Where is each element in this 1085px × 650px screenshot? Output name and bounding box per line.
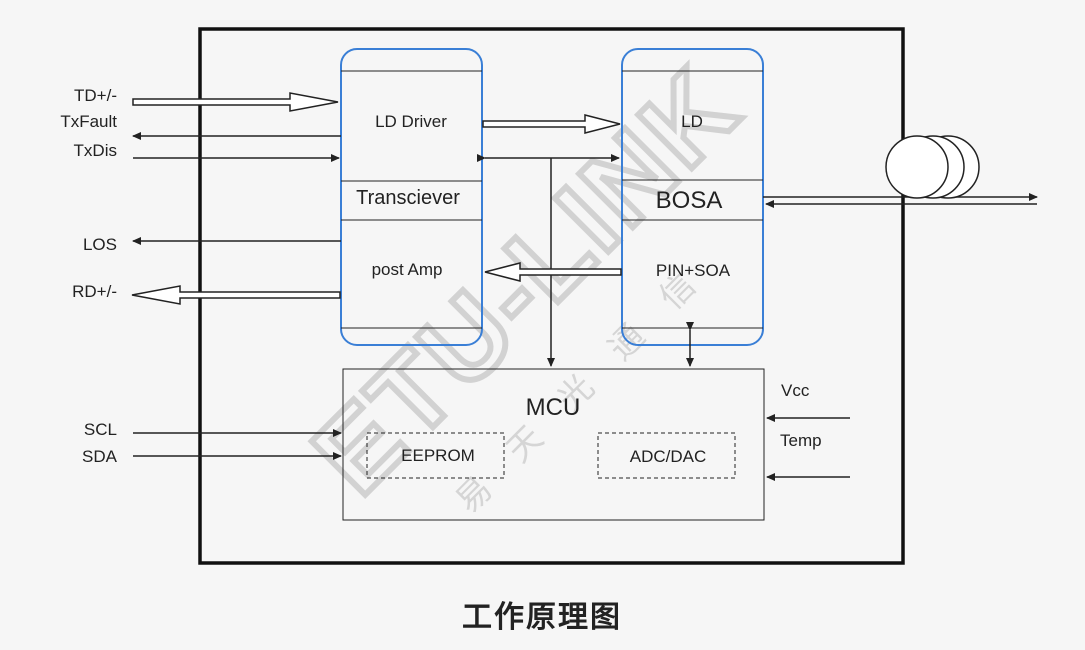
eeprom-label: EEPROM (401, 446, 475, 465)
td-hollow-arrow (132, 92, 339, 112)
transceiver-block (340, 48, 483, 346)
vcc-label: Vcc (781, 381, 810, 400)
transceiver-title: Transciever (356, 187, 460, 209)
los-label: LOS (82, 235, 117, 254)
pin-to-postamp-arrow (484, 262, 622, 282)
ld-driver-to-ld-arrow (482, 114, 621, 134)
scl-label: SCL (83, 420, 117, 439)
sda-label: SDA (82, 447, 117, 466)
ld-label: LD (681, 112, 703, 131)
mcu-block (342, 368, 765, 521)
mcu-title: MCU (525, 394, 581, 421)
fiber-coil-icon (885, 135, 980, 199)
rd-label: RD+/- (72, 282, 117, 301)
temp-label: Temp (780, 431, 822, 450)
diagram-caption: 工作原理图 (462, 601, 622, 634)
bosa-title: BOSA (655, 187, 723, 214)
txdis-label: TxDis (73, 141, 117, 160)
adc-dac-label: ADC/DAC (629, 447, 707, 466)
txfault-label: TxFault (60, 112, 117, 131)
ld-driver-label: LD Driver (375, 112, 447, 131)
pin-soa-label: PIN+SOA (655, 261, 731, 280)
rd-hollow-arrow (131, 285, 341, 305)
td-label: TD+/- (74, 86, 117, 105)
post-amp-label: post Amp (371, 260, 443, 279)
